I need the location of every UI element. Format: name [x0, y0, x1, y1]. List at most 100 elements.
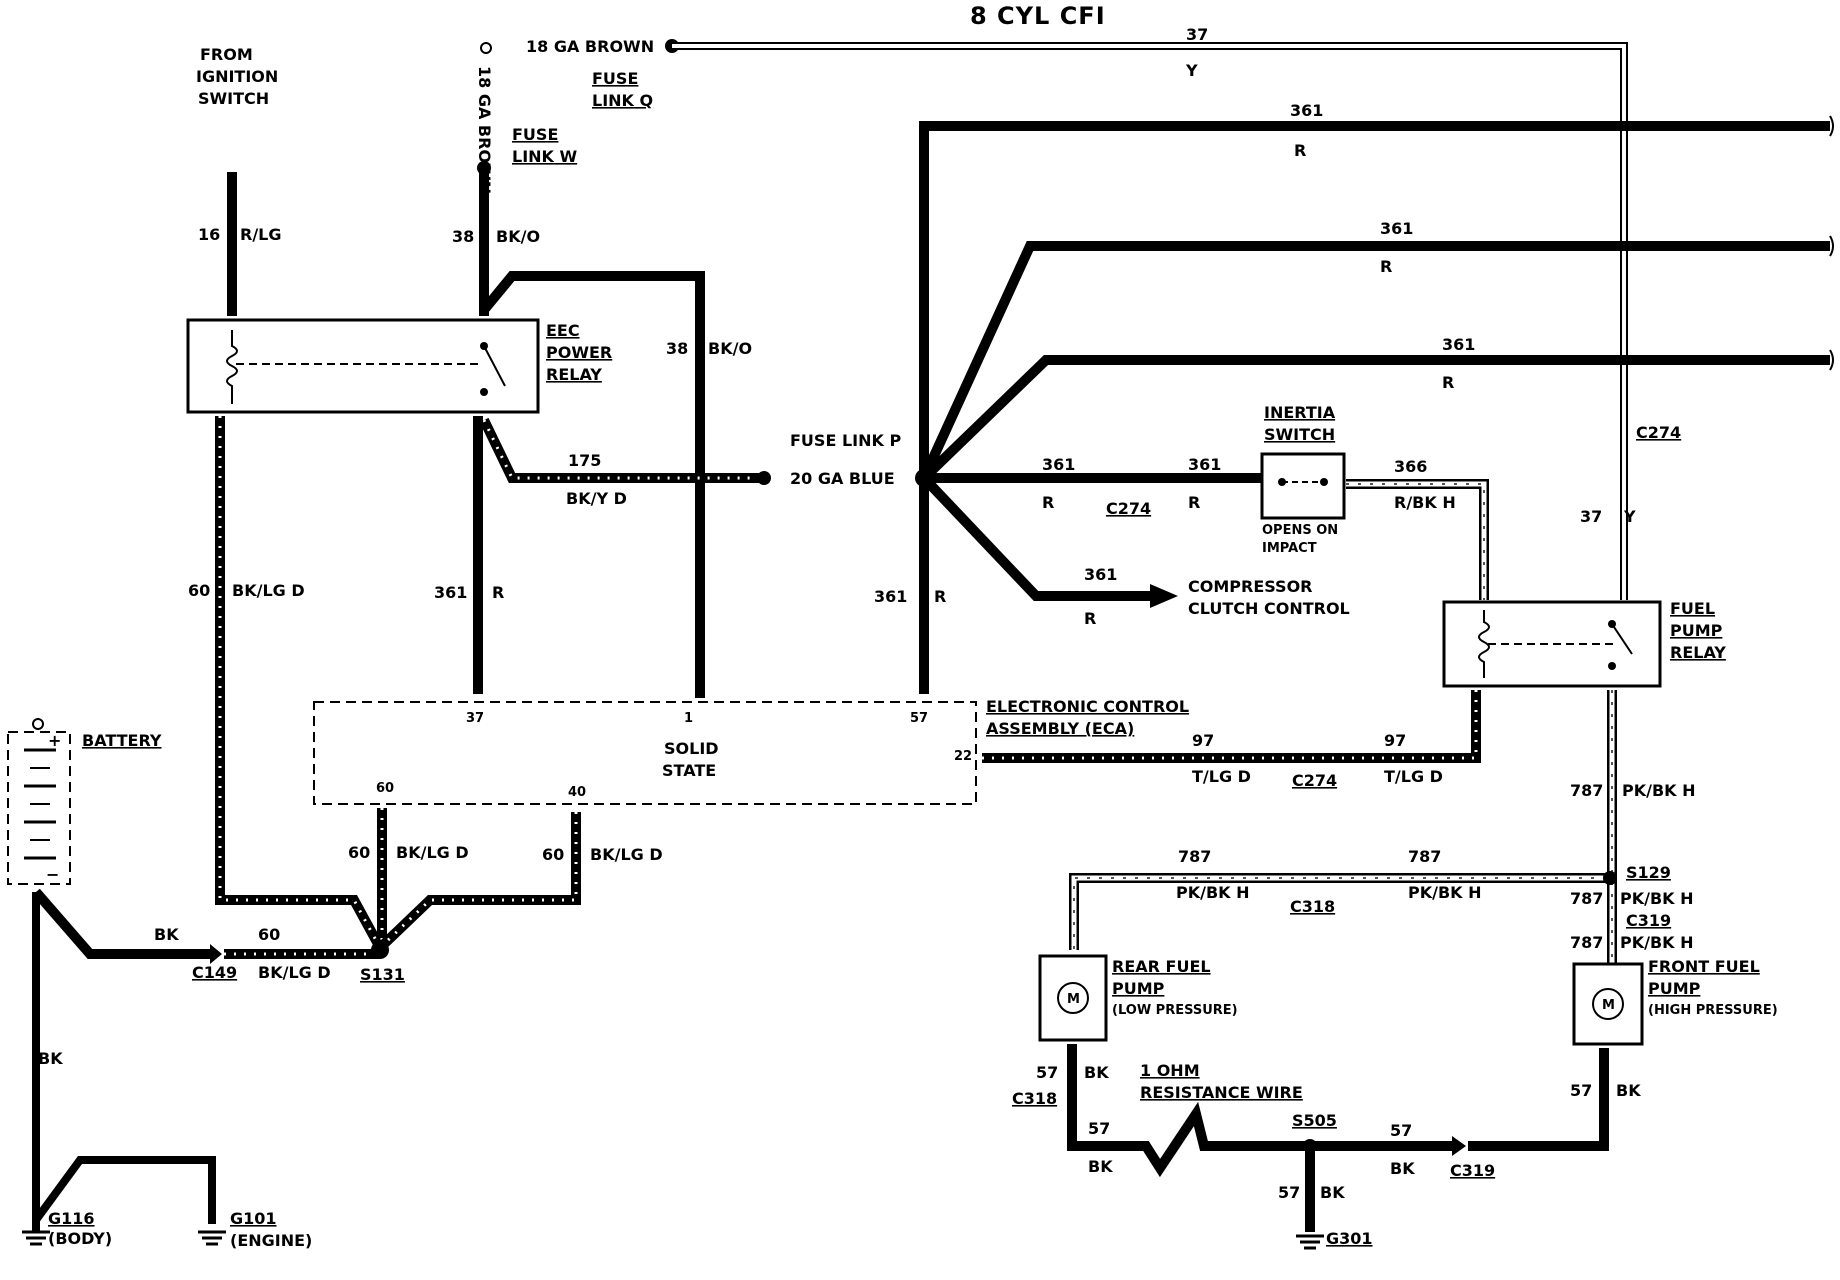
- wire-38b-label: 38: [666, 339, 688, 358]
- pin-22: 22: [954, 749, 972, 764]
- pin-40: 40: [568, 785, 586, 800]
- solid-state-label-1: SOLID: [664, 739, 719, 758]
- wire-787-horizontal-inner: [1071, 875, 1606, 950]
- c149-arrow: [210, 944, 222, 964]
- wire-175-color: BK/Y D: [566, 489, 627, 508]
- wire-787a-label: 787: [1570, 781, 1603, 800]
- inertia-switch-box: [1260, 452, 1346, 520]
- eec-relay-contact-bottom: [480, 388, 488, 396]
- wire-57e-color: BK: [1616, 1081, 1641, 1100]
- compressor-label-2: CLUTCH CONTROL: [1188, 599, 1350, 618]
- wire-787e-color: PK/BK H: [1620, 933, 1694, 952]
- wire-361b-label: 361: [1380, 219, 1413, 238]
- wire-787b-label: 787: [1178, 847, 1211, 866]
- wire-60a-color: BK/LG D: [232, 581, 305, 600]
- wire-57e-label: 57: [1570, 1081, 1592, 1100]
- wire-361d-label: 361: [1042, 455, 1075, 474]
- ga18-brown-top-label: 18 GA BROWN: [526, 37, 654, 56]
- ga20-blue-label: 20 GA BLUE: [790, 469, 895, 488]
- wire-37-right-color: Y: [1623, 507, 1636, 526]
- wire-361g-label: 361: [434, 583, 467, 602]
- wire-361f-color: R: [1084, 609, 1096, 628]
- wire-361e-label: 361: [1188, 455, 1221, 474]
- resistance-wire-label-2: RESISTANCE WIRE: [1140, 1083, 1303, 1102]
- pin-1: 1: [684, 711, 693, 726]
- fuse-w-open-terminal: [480, 42, 492, 54]
- inertia-switch-label-1: INERTIA: [1264, 403, 1336, 422]
- connector-c318-a: C318: [1290, 897, 1335, 916]
- opens-on-impact-label-2: IMPACT: [1262, 541, 1317, 556]
- g116-sublabel: (BODY): [48, 1229, 112, 1248]
- front-pump-label-1: FRONT FUEL: [1648, 957, 1760, 976]
- wire-57a-color: BK: [1084, 1063, 1109, 1082]
- wire-38a-color: BK/O: [496, 227, 540, 246]
- compressor-arrow: [1150, 584, 1178, 608]
- diagram-title: 8 CYL CFI: [970, 2, 1106, 30]
- battery-cells: [24, 748, 56, 860]
- connector-c274-a: C274: [1106, 499, 1151, 518]
- wire-bk-battery-to-c149: [32, 888, 212, 959]
- wire-97a-color: T/LG D: [1192, 767, 1251, 786]
- fuel-relay-switch: [1611, 623, 1633, 655]
- ga18-brown-vertical-label: 18 GA BROWN: [475, 66, 494, 194]
- wire-38a-label: 38: [452, 227, 474, 246]
- wire-361a-label: 361: [1290, 101, 1323, 120]
- wire-361f-label: 361: [1084, 565, 1117, 584]
- ground-g301-icon: [1296, 1234, 1324, 1250]
- wire-37-right-label: 37: [1580, 507, 1602, 526]
- wire-366-label: 366: [1394, 457, 1427, 476]
- battery-box: [7, 731, 71, 885]
- wire-175-bk-y-dots: [482, 419, 760, 480]
- inertia-contact-b: [1320, 478, 1328, 486]
- wire-16-color: R/LG: [240, 225, 282, 244]
- wire-97b-color: T/LG D: [1384, 767, 1443, 786]
- wire-787e-label: 787: [1570, 933, 1603, 952]
- rear-pump-label-2: PUMP: [1112, 979, 1165, 998]
- splice-s131: [371, 941, 389, 959]
- eca-label-2: ASSEMBLY (ECA): [986, 719, 1134, 738]
- wire-bk-g116-to-g101: [32, 1156, 216, 1224]
- ground-g116-icon: [22, 1230, 50, 1246]
- wire-361d-color: R: [1042, 493, 1054, 512]
- connector-c319-a: C319: [1626, 911, 1671, 930]
- wire-60b-label: 60: [348, 843, 370, 862]
- g101-label: G101: [230, 1209, 277, 1228]
- wire-60d-color: BK/LG D: [258, 963, 331, 982]
- c319-arrow: [1452, 1136, 1466, 1156]
- connector-s131: S131: [360, 965, 405, 984]
- eec-power-relay-label-2: POWER: [546, 343, 612, 362]
- wire-97a-label: 97: [1192, 731, 1214, 750]
- front-pump-motor-label: M: [1602, 998, 1615, 1013]
- connector-c149: C149: [192, 963, 237, 982]
- wire-60c-color: BK/LG D: [590, 845, 663, 864]
- wire-57c-label: 57: [1278, 1183, 1300, 1202]
- wire-38b-color: BK/O: [708, 339, 752, 358]
- wire-60c-label: 60: [542, 845, 564, 864]
- wire-16-label: 16: [198, 225, 220, 244]
- wire-787d-color: PK/BK H: [1620, 889, 1694, 908]
- pin-60: 60: [376, 781, 394, 796]
- inertia-switch-label-2: SWITCH: [1264, 425, 1335, 444]
- wire-60-bk-lg-left-dots: [218, 416, 380, 945]
- wire-361a-color: R: [1294, 141, 1306, 160]
- wire-787d-label: 787: [1570, 889, 1603, 908]
- connector-c274-b: C274: [1292, 771, 1337, 790]
- wire-37-label: 37: [1186, 25, 1208, 44]
- wire-37-color: Y: [1185, 61, 1198, 80]
- wire-787c-label: 787: [1408, 847, 1441, 866]
- g116-label: G116: [48, 1209, 95, 1228]
- eec-power-relay-label-1: EEC: [546, 321, 580, 340]
- wire-60-bk-lg-left: [215, 416, 383, 947]
- from-ignition-label-3: SWITCH: [198, 89, 269, 108]
- g101-sublabel: (ENGINE): [230, 1231, 312, 1250]
- wire-787c-color: PK/BK H: [1408, 883, 1482, 902]
- wire-787-horizontal: [1069, 873, 1606, 950]
- battery-plus-icon: +: [48, 731, 61, 750]
- g301-label: G301: [1326, 1229, 1373, 1248]
- wire-38-bk-o-b: [480, 271, 705, 698]
- wire-361-r-f: [920, 474, 1150, 601]
- wire-366-color: R/BK H: [1394, 493, 1456, 512]
- fuel-pump-relay-label-2: PUMP: [1670, 621, 1723, 640]
- fuse-link-p-label: FUSE LINK P: [790, 431, 901, 450]
